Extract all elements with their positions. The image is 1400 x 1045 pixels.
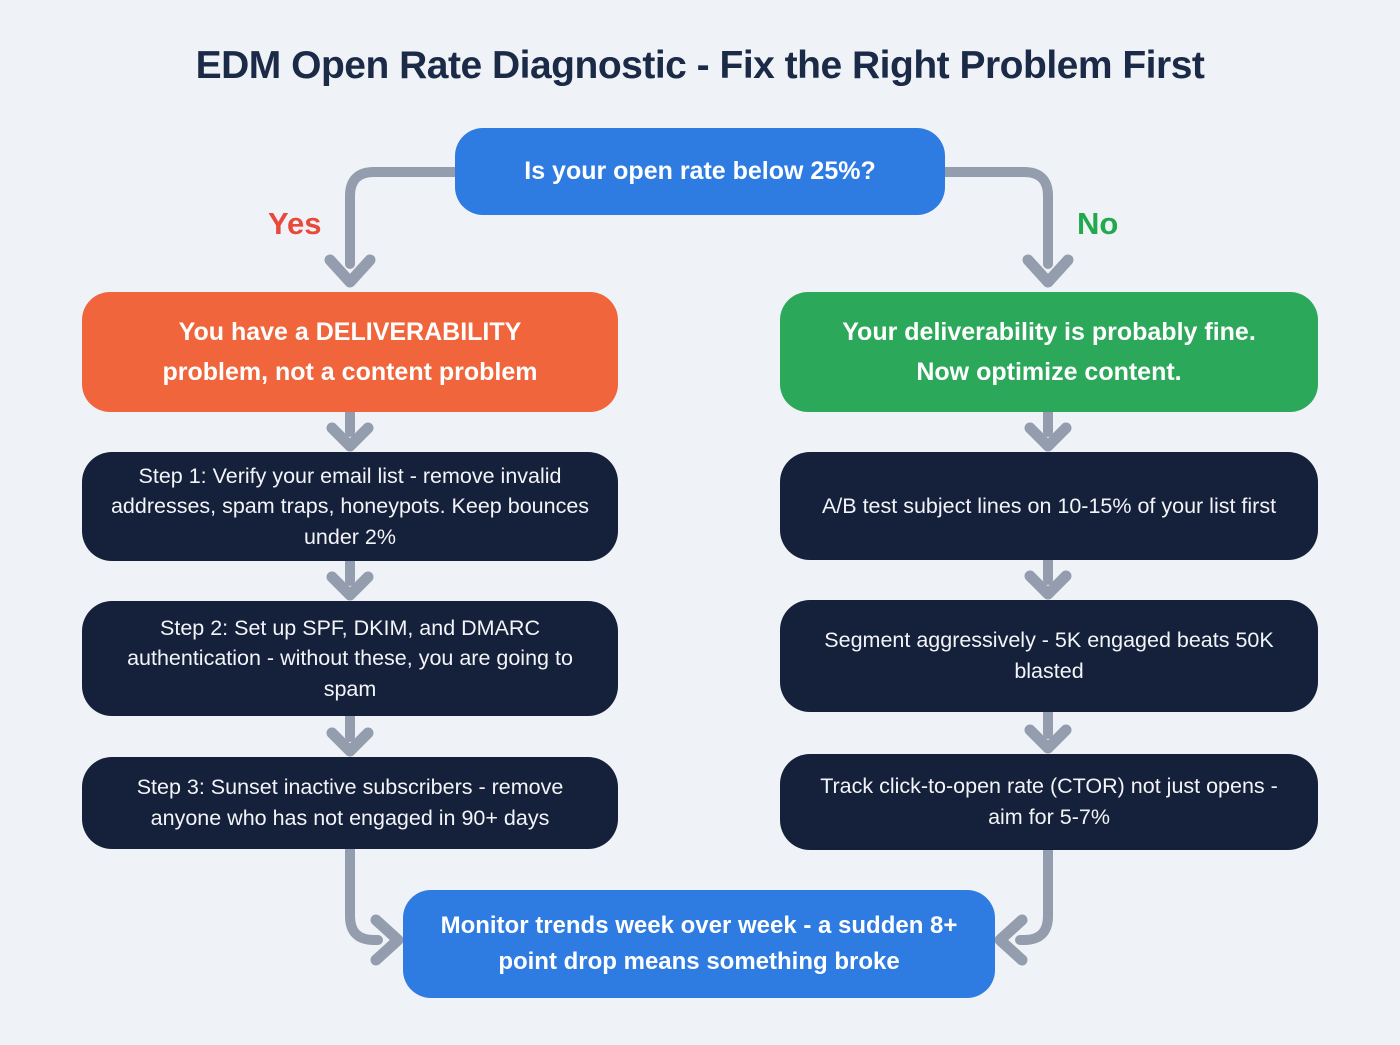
no-step-2-node: Segment aggressively - 5K engaged beats … [780,600,1318,712]
arrow-no-result-to-step1 [1024,408,1072,452]
arrow-yes-branch [324,167,460,288]
deliverability-fine-node: Your deliverability is probably fine. No… [780,292,1318,412]
yes-step-3-node: Step 3: Sunset inactive subscribers - re… [82,757,618,849]
monitor-trends-node: Monitor trends week over week - a sudden… [403,890,995,998]
arrow-step1-to-step2 [326,557,374,601]
arrow-step3-to-footer [345,845,404,966]
arrow-no-branch [940,167,1074,288]
arrow-no-step1-to-step2 [1024,556,1072,600]
deliverability-problem-node: You have a DELIVERABILITY problem, not a… [82,292,618,412]
branch-label-no: No [1077,206,1119,241]
yes-step-2-node: Step 2: Set up SPF, DKIM, and DMARC auth… [82,601,618,716]
arrow-no-step2-to-step3 [1024,708,1072,754]
branch-label-yes: Yes [268,206,322,241]
no-step-3-node: Track click-to-open rate (CTOR) not just… [780,754,1318,850]
arrow-yes-result-to-step1 [326,408,374,452]
question-node: Is your open rate below 25%? [455,128,945,215]
page-title: EDM Open Rate Diagnostic - Fix the Right… [195,44,1205,87]
arrow-step2-to-step3 [326,712,374,757]
arrow-no-step3-to-footer [994,846,1053,966]
no-step-1-node: A/B test subject lines on 10-15% of your… [780,452,1318,560]
yes-step-1-node: Step 1: Verify your email list - remove … [82,452,618,561]
